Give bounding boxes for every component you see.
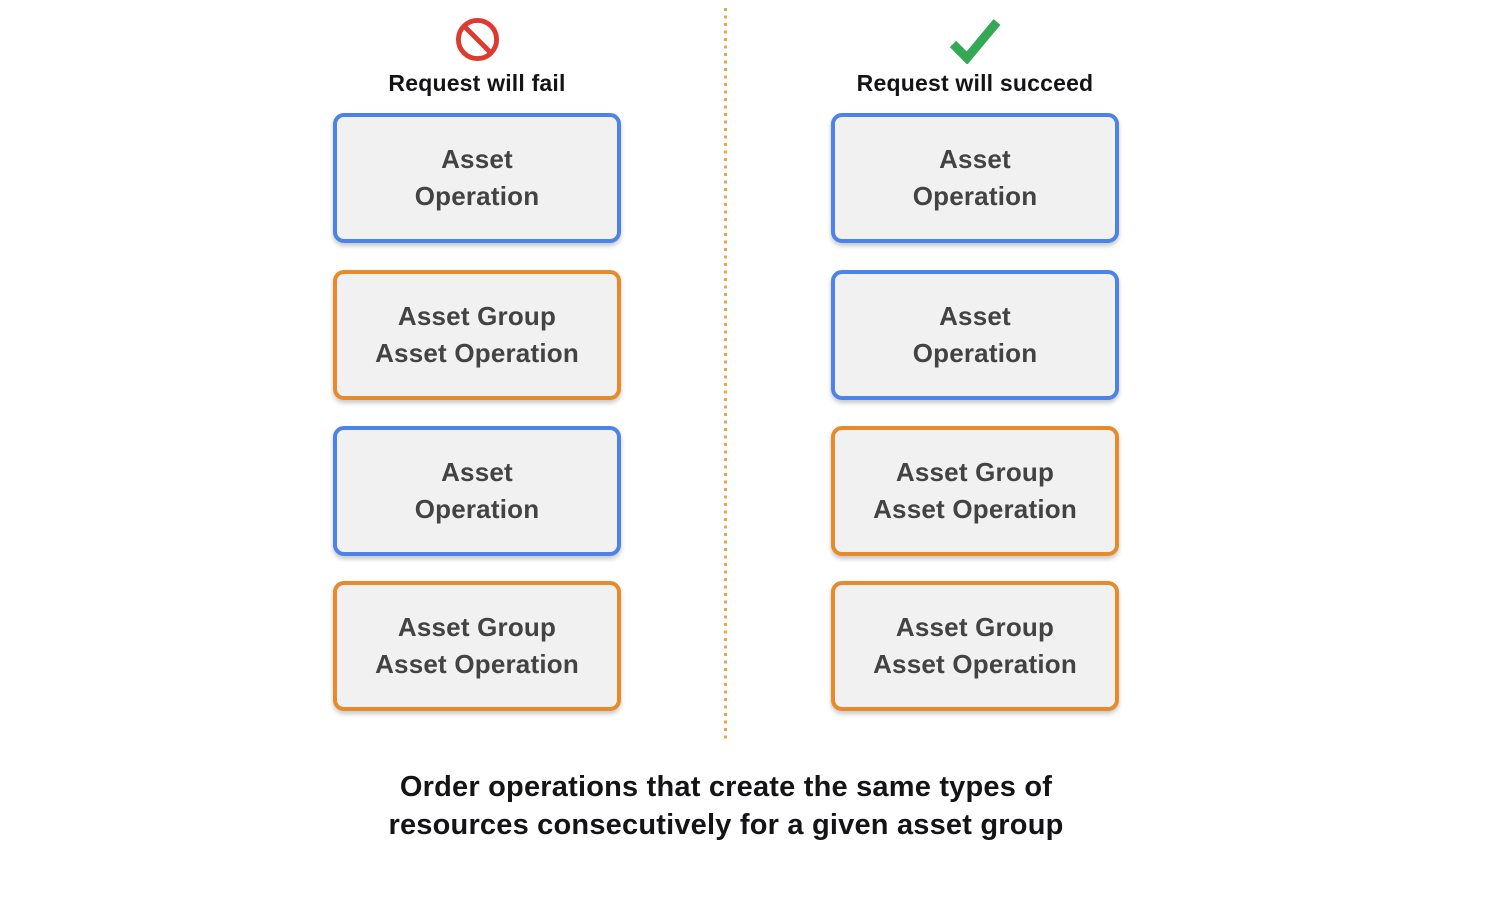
succeed-heading: Request will succeed xyxy=(856,70,1094,96)
box-label-line: Asset Group xyxy=(397,301,557,331)
box-label-line: Operation xyxy=(414,181,540,211)
box-label-line: Operation xyxy=(912,338,1038,368)
box-asset-group-asset-operation: Asset Group Asset Operation xyxy=(333,581,621,711)
caption-line: Order operations that create the same ty… xyxy=(399,771,1053,803)
box-asset-operation: Asset Operation xyxy=(333,426,621,556)
diagram-caption: Order operations that create the same ty… xyxy=(388,768,1063,844)
fail-heading: Request will fail xyxy=(388,70,566,96)
caption-line: resources consecutively for a given asse… xyxy=(388,809,1064,841)
box-asset-group-asset-operation: Asset Group Asset Operation xyxy=(831,581,1119,711)
box-label-line: Asset xyxy=(939,301,1011,331)
check-icon xyxy=(831,12,1119,66)
box-label-line: Asset Group xyxy=(895,612,1055,642)
box-label-line: Operation xyxy=(912,181,1038,211)
box-label-line: Asset xyxy=(441,457,513,487)
box-asset-group-asset-operation: Asset Group Asset Operation xyxy=(831,426,1119,556)
prohibited-icon xyxy=(333,12,621,66)
box-label-line: Asset Operation xyxy=(873,649,1077,679)
dotted-divider xyxy=(724,8,727,739)
box-label-line: Asset xyxy=(441,144,513,174)
fail-column-header: Request will fail xyxy=(333,12,621,97)
box-label-line: Asset xyxy=(939,144,1011,174)
box-label-line: Asset Group xyxy=(397,612,557,642)
box-asset-operation: Asset Operation xyxy=(831,113,1119,243)
box-asset-group-asset-operation: Asset Group Asset Operation xyxy=(333,270,621,400)
box-label-line: Asset Operation xyxy=(375,338,579,368)
box-asset-operation: Asset Operation xyxy=(831,270,1119,400)
box-label-line: Asset Group xyxy=(895,457,1055,487)
box-label-line: Asset Operation xyxy=(873,494,1077,524)
succeed-column-header: Request will succeed xyxy=(831,12,1119,97)
box-label-line: Operation xyxy=(414,494,540,524)
box-asset-operation: Asset Operation xyxy=(333,113,621,243)
box-label-line: Asset Operation xyxy=(375,649,579,679)
